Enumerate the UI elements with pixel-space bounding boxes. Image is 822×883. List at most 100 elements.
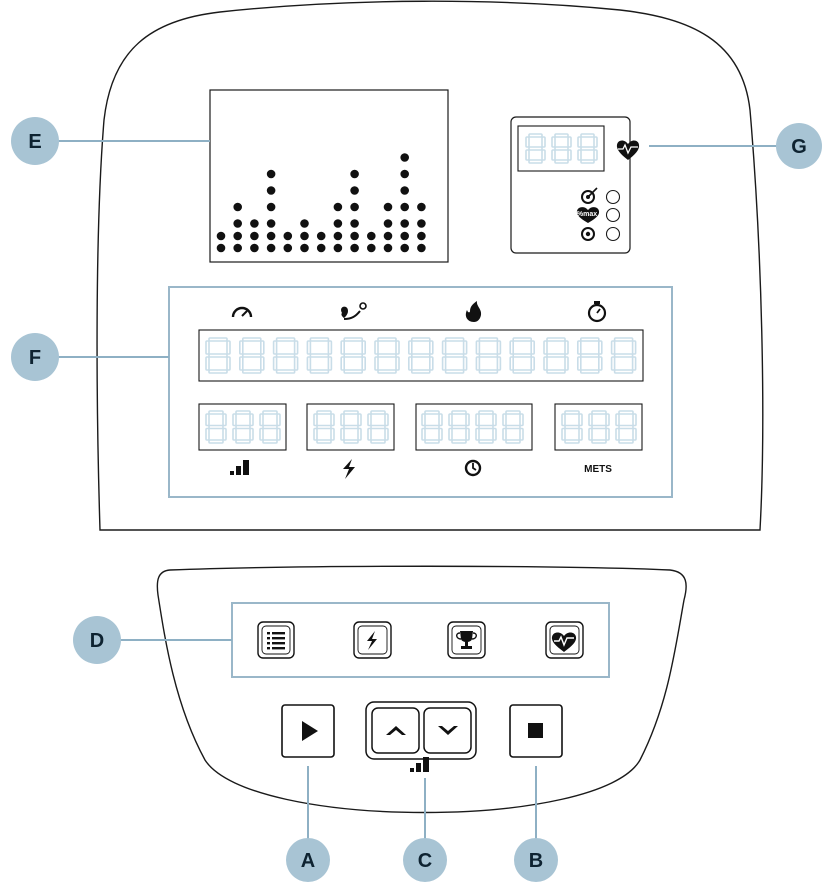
svg-text:F: F (29, 347, 41, 369)
callout-e: E (11, 117, 59, 165)
ghost-segment (410, 337, 431, 342)
ghost-segment (343, 410, 359, 415)
level-digit-window (198, 403, 287, 451)
ghost-segment (580, 133, 595, 138)
ghost-segment (316, 439, 332, 444)
ghost-segment (262, 410, 278, 415)
matrix-dot (250, 243, 259, 253)
matrix-dot (383, 219, 393, 228)
matrix-dot (400, 169, 410, 179)
ghost-segment (370, 424, 386, 430)
ghost-segment (340, 356, 346, 371)
target-arrow-icon-shaft (587, 187, 598, 198)
ghost-segment (593, 136, 598, 148)
matrix-dot (316, 231, 326, 241)
ghost-segment (610, 340, 616, 355)
matrix-dot (216, 243, 226, 253)
ghost-segment (631, 356, 637, 371)
hr-mode-percent-max: %max (577, 207, 621, 223)
ghost-segment (588, 427, 593, 441)
ghost-segment (475, 413, 480, 427)
matrix-dot (383, 231, 393, 241)
stop-button[interactable] (509, 704, 563, 758)
ghost-segment (448, 427, 453, 441)
ghost-segment (242, 353, 262, 358)
ghost-segment (259, 427, 264, 441)
ghost-segment (357, 427, 362, 441)
clock-icon (464, 459, 482, 477)
matrix-dot (266, 186, 276, 195)
matrix-dot (283, 243, 293, 253)
heart-rate-program-button[interactable] (545, 621, 584, 659)
ghost-segment (591, 410, 607, 415)
start-button[interactable] (281, 704, 335, 758)
ghost-segment (551, 136, 556, 148)
ghost-segment (505, 410, 521, 415)
ghost-segment (541, 136, 546, 148)
zone-target-icon-core (585, 231, 591, 237)
matrix-dot (233, 243, 242, 253)
matrix-dot (417, 219, 426, 228)
level-down-button[interactable] (423, 707, 472, 754)
ghost-segment (478, 424, 494, 430)
ghost-segment (384, 427, 389, 441)
program-list-button[interactable] (257, 621, 295, 659)
small-readout-digits (205, 410, 637, 444)
level-bars-icon (230, 460, 249, 475)
matrix-dot (383, 202, 393, 212)
ghost-segment (509, 340, 515, 355)
lightning-icon (367, 631, 377, 650)
ghost-segment (421, 413, 426, 427)
ghost-segment (564, 410, 580, 415)
ghost-segment (377, 369, 397, 374)
ghost-segment (309, 369, 330, 374)
ghost-segment (462, 356, 468, 371)
ghost-segment (502, 413, 507, 427)
level-bars-icon (410, 757, 429, 772)
matrix-dot (266, 202, 276, 212)
ghost-segment (374, 356, 379, 371)
ghost-segment (613, 369, 634, 374)
ghost-segment (530, 340, 536, 355)
ghost-segment (448, 413, 453, 427)
hr-mode-zone (581, 226, 621, 242)
ghost-segment (451, 439, 467, 444)
ghost-segment (327, 340, 333, 355)
ghost-segment (554, 159, 569, 164)
ghost-segment (588, 413, 593, 427)
ghost-segment (462, 340, 468, 355)
ghost-segment (577, 136, 582, 148)
ghost-segment (205, 356, 210, 371)
ghost-segment (578, 413, 583, 427)
ghost-segment (576, 340, 582, 355)
ghost-segment (235, 439, 251, 444)
ghost-segment (561, 413, 566, 427)
ghost-segment (343, 439, 359, 444)
ghost-segment (424, 424, 440, 430)
matrix-dot (367, 243, 376, 253)
ghost-segment (232, 413, 237, 427)
ghost-segment (567, 136, 572, 148)
ghost-segment (444, 369, 465, 374)
ghost-segment (554, 146, 569, 151)
ghost-segment (226, 340, 231, 355)
matrix-dot (400, 153, 410, 162)
matrix-dot (333, 243, 343, 253)
challenge-program-button[interactable] (447, 621, 486, 659)
ghost-segment (451, 424, 467, 430)
power-program-button[interactable] (353, 621, 392, 659)
ghost-segment (275, 353, 296, 358)
matrix-dot (250, 219, 259, 228)
ghost-segment (492, 413, 497, 427)
matrix-dot (266, 219, 276, 228)
ghost-segment (272, 356, 278, 371)
ghost-segment (208, 353, 228, 358)
ghost-segment (478, 337, 499, 342)
level-up-button[interactable] (371, 707, 420, 754)
ghost-segment (512, 337, 533, 342)
matrix-dot (216, 231, 226, 241)
ghost-segment (239, 356, 244, 371)
matrix-dot (333, 202, 343, 212)
svg-text:A: A (301, 850, 315, 872)
callout-f: F (11, 333, 59, 381)
